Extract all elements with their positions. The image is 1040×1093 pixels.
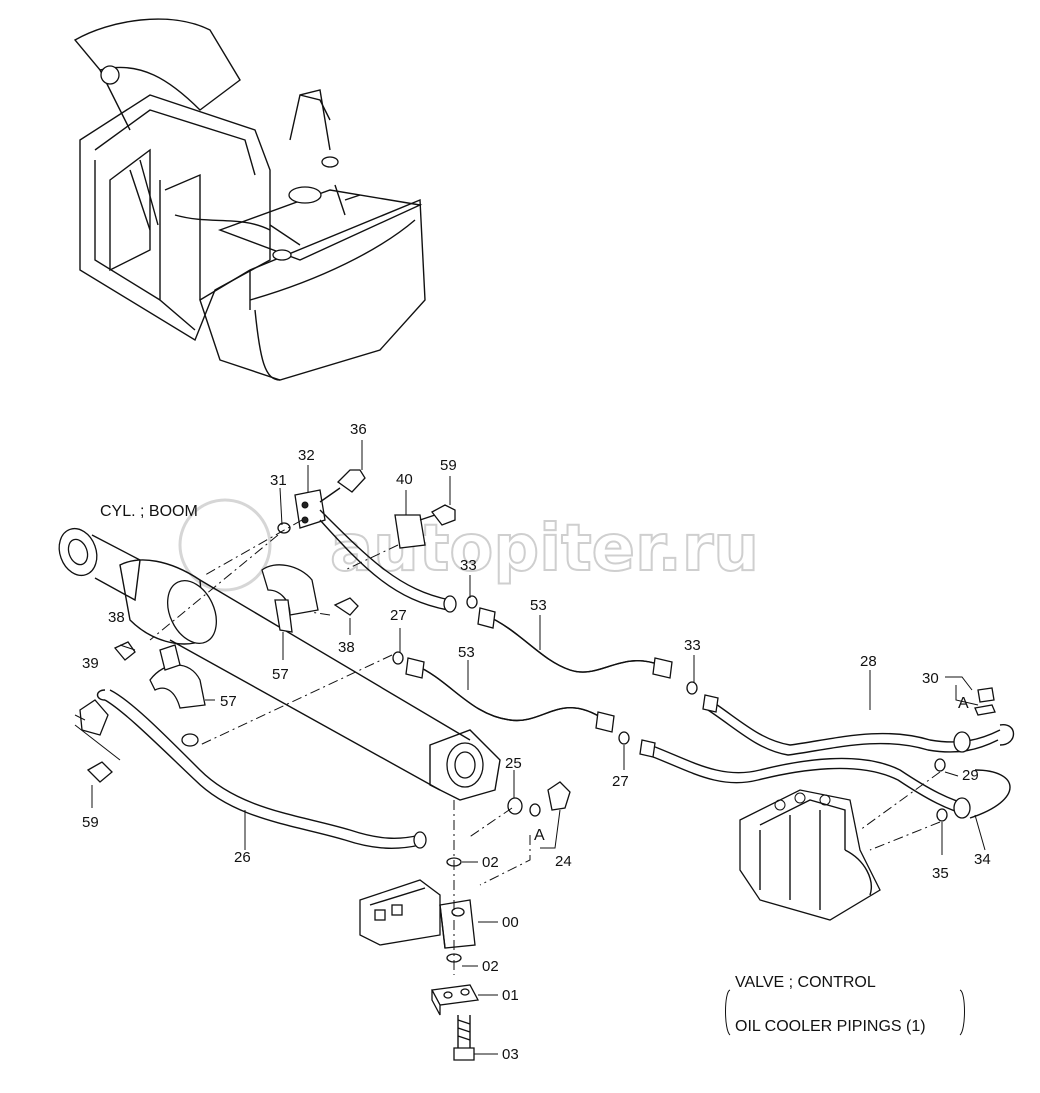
label-30: 30 — [922, 670, 939, 687]
label-33-right: 33 — [684, 637, 701, 654]
label-59-lower: 59 — [82, 814, 99, 831]
label-40: 40 — [396, 471, 413, 488]
cyl-boom-caption: CYL. ; BOOM — [100, 503, 198, 520]
label-35: 35 — [932, 865, 949, 882]
label-38-right: 38 — [338, 639, 355, 656]
label-59-upper: 59 — [440, 457, 457, 474]
label-53-upper: 53 — [530, 597, 547, 614]
label-28: 28 — [860, 653, 877, 670]
ref-a-right: A — [958, 695, 969, 712]
label-25: 25 — [505, 755, 522, 772]
ref-a-left: A — [534, 827, 545, 844]
leader-lines — [74, 440, 986, 1055]
label-29: 29 — [962, 767, 979, 784]
label-53-lower: 53 — [458, 644, 475, 661]
clamp-halves — [79, 564, 359, 783]
o-rings — [392, 651, 948, 963]
label-02-upper: 02 — [482, 854, 499, 871]
hose-53-lower — [405, 657, 615, 733]
caption-valve-control: VALVE ; CONTROL — [735, 974, 876, 991]
label-31: 31 — [270, 472, 287, 489]
label-27-lower: 27 — [612, 773, 629, 790]
pipe-28 — [639, 687, 1015, 819]
label-03: 03 — [502, 1046, 519, 1063]
caption-oil-cooler: OIL COOLER PIPINGS (1) — [735, 1018, 926, 1035]
part-labels: 36 32 31 40 59 33 53 53 33 28 30 A 38 38… — [82, 421, 991, 1063]
label-32: 32 — [298, 447, 315, 464]
label-24: 24 — [555, 853, 572, 870]
label-27-upper: 27 — [390, 607, 407, 624]
label-36: 36 — [350, 421, 367, 438]
label-02-lower: 02 — [482, 958, 499, 975]
label-39: 39 — [82, 655, 99, 672]
label-57-upper: 57 — [272, 666, 289, 683]
label-33-upper: 33 — [460, 557, 477, 574]
label-00: 00 — [502, 914, 519, 931]
watermark-text: autopiter.ru — [330, 512, 759, 586]
label-57-lower: 57 — [220, 693, 237, 710]
hose-53-upper — [477, 607, 673, 679]
label-34: 34 — [974, 851, 991, 868]
pipe-26 — [96, 689, 427, 849]
boom-cylinder: CYL. ; BOOM — [58, 503, 501, 801]
label-01: 01 — [502, 987, 519, 1004]
clamp-assembly-upper — [277, 469, 478, 613]
control-valve — [739, 789, 881, 921]
excavator-illustration — [73, 18, 426, 381]
label-38-left: 38 — [108, 609, 125, 626]
label-26: 26 — [234, 849, 251, 866]
diagram-caption: VALVE ; CONTROL OIL COOLER PIPINGS (1) — [735, 974, 926, 1035]
pilot-valve-assembly — [359, 781, 571, 1061]
